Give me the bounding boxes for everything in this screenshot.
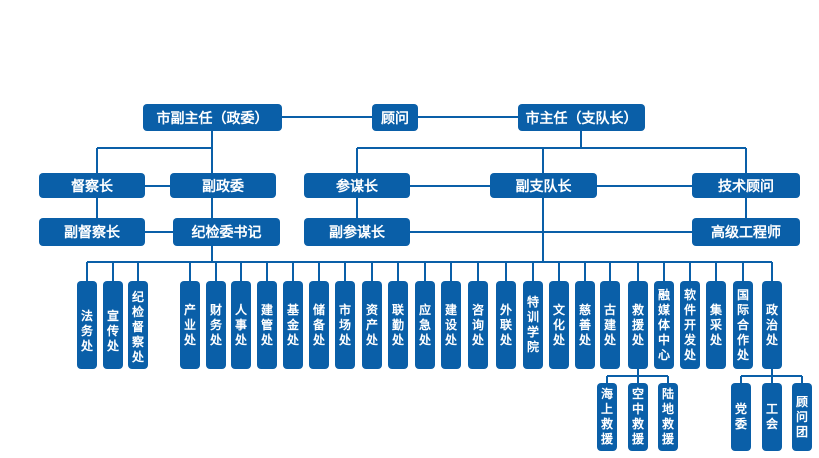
node-dept: 咨询处 <box>468 281 488 369</box>
node-dept: 古建处 <box>600 281 620 369</box>
node-dept-politics: 政治处 <box>762 281 782 369</box>
node-chief: 市主任（支队长） <box>518 104 645 131</box>
node-dept: 联勤处 <box>388 281 408 369</box>
node-dept: 宣传处 <box>103 281 123 369</box>
node-dept: 外联处 <box>496 281 516 369</box>
node-dept: 产业处 <box>180 281 200 369</box>
node-deputy-chief-of-staff: 副参谋长 <box>304 218 410 246</box>
node-discipline-secretary: 纪检委书记 <box>173 218 280 246</box>
node-dept: 国际合作处 <box>733 281 753 369</box>
node-senior-engineer: 高级工程师 <box>692 218 800 246</box>
node-dept: 人事处 <box>231 281 251 369</box>
node-deputy-inspector: 副督察长 <box>39 218 145 246</box>
node-dept: 纪检督察处 <box>128 281 148 369</box>
node-dept: 文化处 <box>549 281 569 369</box>
node-dept: 软件开发处 <box>680 281 700 369</box>
node-inspector: 督察长 <box>39 173 145 198</box>
node-politics-unit: 党委 <box>731 383 751 451</box>
node-dept: 建设处 <box>441 281 461 369</box>
node-dept: 建管处 <box>257 281 277 369</box>
node-advisor: 顾问 <box>372 104 418 131</box>
node-dept: 特训学院 <box>523 281 543 369</box>
node-rescue-unit: 空中救援 <box>628 383 648 451</box>
node-dept: 基金处 <box>283 281 303 369</box>
node-politics-unit: 工会 <box>762 383 782 451</box>
node-dept: 法务处 <box>77 281 97 369</box>
node-dept: 市场处 <box>335 281 355 369</box>
node-dept: 慈善处 <box>575 281 595 369</box>
node-rescue-unit: 陆地救援 <box>658 383 678 451</box>
node-dept: 集采处 <box>706 281 726 369</box>
node-deputy-commissar: 副政委 <box>170 173 276 198</box>
node-tech-advisor: 技术顾问 <box>692 173 800 198</box>
node-dept: 应急处 <box>415 281 435 369</box>
node-vice-mayor: 市副主任（政委） <box>143 104 282 131</box>
node-politics-unit: 顾问团 <box>792 383 812 451</box>
node-rescue-unit: 海上救援 <box>597 383 617 451</box>
node-dept: 储备处 <box>309 281 329 369</box>
node-chief-of-staff: 参谋长 <box>304 173 410 198</box>
node-dept: 融媒体中心 <box>654 281 674 369</box>
node-dept: 财务处 <box>206 281 226 369</box>
node-dept: 资产处 <box>362 281 382 369</box>
node-dept-rescue: 救援处 <box>628 281 648 369</box>
node-deputy-captain: 副支队长 <box>490 173 597 198</box>
